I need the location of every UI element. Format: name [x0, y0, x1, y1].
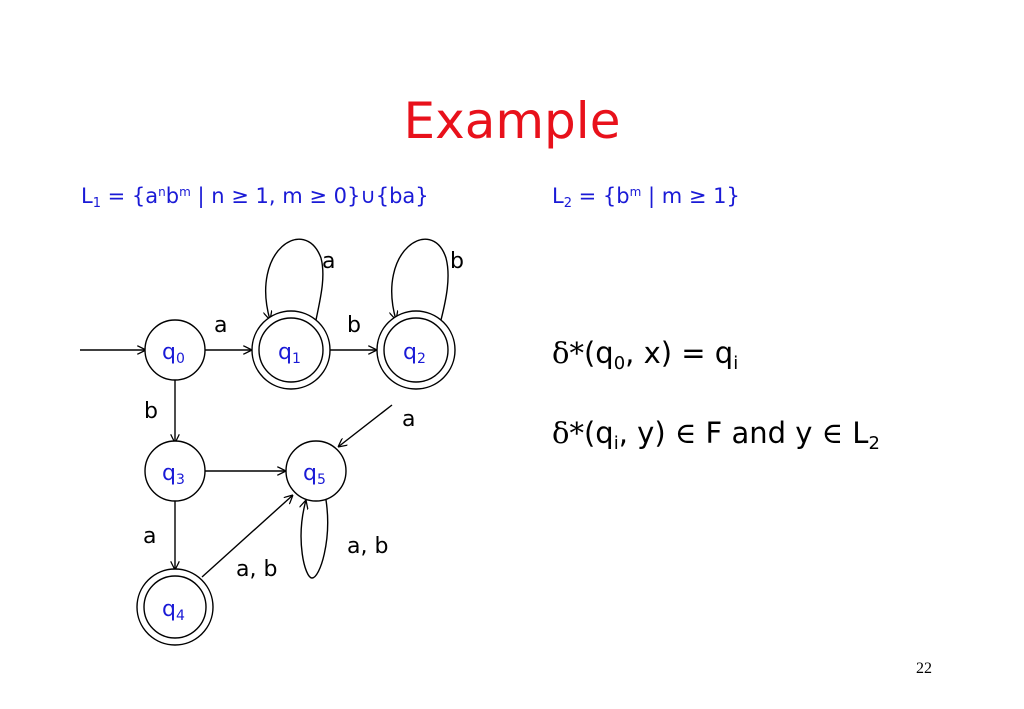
- f2-part-a: (q: [583, 416, 614, 450]
- edge-label-q0-q1: a: [214, 313, 227, 338]
- state-q1: q1: [251, 310, 331, 390]
- formula-delta-qi: δ*(qi, y) ∈ F and y ∈ L2: [552, 416, 880, 454]
- edge-label-q1-loop: a: [322, 249, 335, 274]
- loop-q1: [266, 238, 324, 320]
- state-q0: q0: [144, 319, 206, 381]
- l1-part3: | n ≥ 1, m ≥ 0}∪{ba}: [190, 184, 429, 208]
- edge-label-q2-loop: b: [450, 249, 464, 274]
- edge-label-q5-loop: a, b: [347, 534, 388, 559]
- l1-sub: 1: [92, 196, 101, 211]
- loop-q5: [301, 500, 329, 579]
- svg-text:q5: q5: [303, 461, 326, 488]
- edge-label-q1-q2: b: [347, 313, 361, 338]
- edge-q4-q5: [201, 495, 293, 578]
- svg-text:q2: q2: [403, 340, 426, 367]
- f2-part-c: F and y: [696, 416, 822, 450]
- l2-part2: | m ≥ 1}: [641, 184, 740, 208]
- l2-part1: = {b: [571, 184, 630, 208]
- formula-delta-q0: δ*(q0, x) = qi: [552, 336, 738, 374]
- l1-sup-m: m: [179, 185, 191, 199]
- element-of-symbol: ∈: [674, 416, 697, 450]
- language-l1-definition: L1 = {anbm | n ≥ 1, m ≥ 0}∪{ba}: [81, 184, 429, 211]
- state-q2: q2: [376, 310, 456, 390]
- l2-sub: 2: [563, 196, 572, 211]
- state-q4: q4: [136, 568, 214, 646]
- f2-part-b: , y): [618, 416, 675, 450]
- language-l2-definition: L2 = {bm | m ≥ 1}: [552, 184, 740, 211]
- svg-text:q0: q0: [162, 340, 185, 367]
- f1-part-b: , x) = q: [625, 336, 734, 370]
- l2-sup-m: m: [629, 185, 642, 199]
- edge-q2-q5: [338, 404, 393, 447]
- delta-star-symbol: δ*: [552, 416, 584, 450]
- svg-text:q1: q1: [278, 340, 301, 367]
- page-number: 22: [916, 660, 932, 677]
- svg-text:q3: q3: [162, 461, 185, 488]
- l1-part1: = {a: [100, 184, 159, 208]
- f2-part-d: L: [843, 416, 869, 450]
- edge-label-q0-q3: b: [144, 399, 158, 424]
- edge-label-q2-q5: a: [402, 407, 415, 432]
- edge-label-q3-q4: a: [143, 524, 156, 549]
- l2-name: L: [552, 184, 564, 208]
- edge-label-q4-q5: a, b: [236, 557, 277, 582]
- element-of-symbol: ∈: [821, 416, 844, 450]
- state-q3: q3: [144, 440, 206, 502]
- f1-part-a: (q: [583, 336, 614, 370]
- f1-sub1: 0: [613, 353, 626, 374]
- slide-title: Example: [403, 92, 621, 150]
- l1-sup-n: n: [158, 185, 166, 199]
- loop-q2: [392, 238, 449, 320]
- f1-sub2: i: [733, 353, 739, 374]
- svg-text:q4: q4: [162, 597, 185, 624]
- state-q5: q5: [285, 440, 347, 502]
- delta-star-symbol: δ*: [552, 336, 584, 370]
- f2-sub2: 2: [868, 433, 880, 454]
- l1-part2: b: [165, 184, 180, 208]
- l1-name: L: [81, 184, 93, 208]
- f2-sub1: i: [613, 433, 619, 454]
